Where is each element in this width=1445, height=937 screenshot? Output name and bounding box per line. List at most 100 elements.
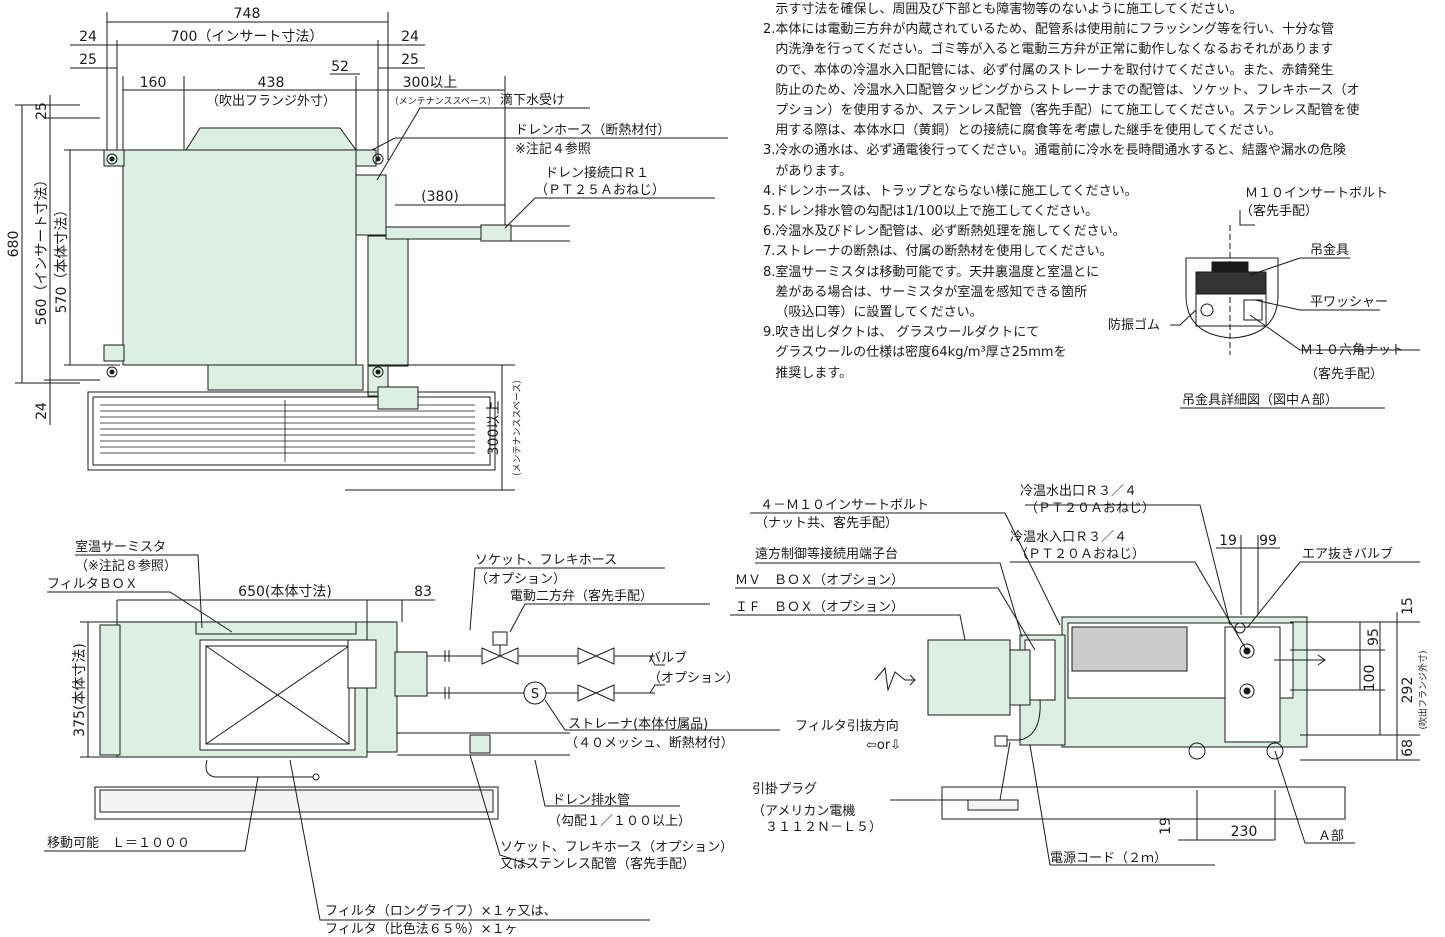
note-line: があります。: [763, 163, 853, 179]
installation-notes: 示す寸法を確保し、周囲及び下部とも障害物等のないように施工してください。 2.本体…: [763, 0, 1443, 384]
dim-25-v: 25: [34, 102, 50, 120]
note-line: 4.ドレンホースは、トラップとならない様に施工してください。: [763, 183, 1138, 199]
dim-748: 748: [234, 6, 261, 22]
label-valve: バルブ: [648, 650, 687, 666]
dim-375: 375(本体寸法): [72, 643, 88, 737]
dim-99: 99: [1259, 533, 1277, 549]
label-thermistor: 室温サーミスタ: [75, 539, 166, 555]
label-strainer-sub: （４０メッシュ、断熱材付）: [565, 736, 734, 751]
label-socket2: ソケット、フレキホース（オプション）: [500, 840, 733, 855]
label-air-vent: エア抜きバルブ: [1302, 546, 1393, 562]
label-drain-pipe-sub: （勾配１／１００以上）: [548, 814, 691, 829]
dim-680: 680: [6, 231, 22, 258]
dim-292: 292: [1400, 677, 1416, 704]
label-washer: 平ワッシャー: [1310, 295, 1388, 310]
label-drain-port-sub: （ＰＴ２５Ａおねじ）: [535, 183, 665, 198]
dim-19-top: 19: [1219, 533, 1237, 549]
label-filter1: フィルタ（ロングライフ）×１ヶ又は、: [325, 904, 557, 919]
label-filter2: フィルタ（比色法６５％）×１ヶ: [325, 921, 518, 937]
label-plug: 引掛プラグ: [752, 782, 817, 797]
dim-300: 300以上: [403, 75, 458, 91]
dim-25-right: 25: [401, 52, 419, 68]
top-view-text: 748 700（インサート寸法） 24 24 25 25 52 160 438 …: [6, 6, 670, 481]
front-view: [730, 504, 1420, 866]
note-line: 7.ストレーナの断熱は、付属の断熱材を使用してください。: [763, 244, 1113, 260]
label-movable: 移動可能 Ｌ＝１０００: [47, 836, 190, 851]
label-drain-hose: ドレンホース（断熱材付）: [515, 123, 670, 138]
note-line: 用する際は、本体水口（黄銅）との接続に腐食等を考慮した継手を使用してください。: [763, 123, 1282, 139]
label-m10-bolt: Ｍ１０インサートボルト: [1245, 186, 1388, 201]
dim-24-left: 24: [79, 29, 97, 45]
note-line: 3.冷水の通水は、必ず通電後行ってください。通電前に冷水を長時間通水すると、結露…: [763, 143, 1346, 159]
strainer-symbol: S: [531, 687, 539, 702]
label-socket-sub: （オプション）: [475, 572, 566, 587]
dim-300-v-sub: （メンテナンススペース）: [512, 375, 523, 482]
dim-83: 83: [414, 584, 432, 600]
note-line: ので、本体の冷温水入口配管には、必ず付属のストレーナを取付けてください。また、赤…: [763, 62, 1334, 78]
dim-160: 160: [140, 75, 167, 91]
dim-100: 100: [1362, 665, 1378, 692]
dim-68: 68: [1400, 739, 1416, 757]
dim-19-bottom: 19: [1158, 817, 1174, 835]
label-part-a: Ａ部: [1318, 829, 1344, 844]
side-view-text: 室温サーミスタ （※注記８参照） フィルタＢＯＸ 650(本体寸法) 83 37…: [47, 539, 739, 937]
side-view: [44, 554, 780, 921]
note-line: プション）を使用するか、ステンレス配管（客先手配）にて施工してください。ステンレ…: [763, 103, 1360, 119]
label-outlet-sub: （ＰＴ２０Ａおねじ）: [1025, 501, 1155, 516]
label-if-box: ＩＦ ＢＯＸ（オプション）: [735, 600, 904, 615]
label-m10-bolt-sub: （客先手配）: [1240, 203, 1318, 219]
dim-95: 95: [1366, 628, 1382, 646]
label-socket2-sub: 又はステンレス配管（客先手配）: [500, 856, 695, 872]
dim-570: 570（本体寸法）: [54, 203, 70, 314]
label-note4: ※注記４参照: [515, 141, 591, 157]
dim-230: 230: [1231, 824, 1258, 840]
dim-700: 700（インサート寸法）: [171, 29, 324, 45]
label-filter-dir: フィルタ引抜方向: [795, 718, 899, 734]
label-bolt4-sub: （ナット共、客先手配）: [755, 515, 898, 531]
note-line: 6.冷温水及びドレン配管は、必ず断熱処理を施してください。: [763, 224, 1126, 240]
label-plug-sub2: ３１１２Ｎ－Ｌ５）: [765, 820, 882, 835]
dim-300-sub: （メンテナンススペース）: [390, 96, 497, 107]
hanger-detail-title: 吊金具詳細図（図中Ａ部）: [1182, 392, 1338, 408]
label-mv-box: ＭＶ ＢＯＸ（オプション）: [735, 573, 904, 588]
note-line: 差がある場合は、サーミスタが室温を感知できる箇所: [763, 284, 1088, 300]
note-line: 9.吹き出しダクトは、 グラスウールダクトにて: [763, 325, 1040, 341]
label-nut-sub: （客先手配）: [1305, 366, 1383, 382]
dim-438: 438: [258, 75, 285, 91]
label-strainer: ストレーナ(本体付属品): [568, 717, 708, 732]
dim-292-sub: (吹出フランジ外寸): [1417, 650, 1429, 729]
dim-438-sub: （吹出フランジ外寸）: [206, 94, 336, 109]
label-valve2: 電動二方弁（客先手配）: [510, 588, 653, 604]
label-bracket: 吊金具: [1310, 242, 1349, 258]
note-line: グラスウールの仕様は密度64kg/m³厚さ25mmを: [763, 345, 1067, 361]
label-cord: 電源コード（２ｍ）: [1050, 851, 1167, 866]
dim-25-left: 25: [79, 52, 97, 68]
hanger-detail-text: Ｍ１０インサートボルト （客先手配） 吊金具 平ワッシャー 防振ゴム Ｍ１０六角…: [1108, 186, 1404, 408]
note-line: 示す寸法を確保し、周囲及び下部とも障害物等のないように施工してください。: [763, 2, 1243, 17]
label-nut: Ｍ１０六角ナット: [1300, 343, 1404, 358]
label-drain-pipe: ドレン排水管: [552, 793, 630, 808]
label-filter-dir-sub: ⇦or⇩: [866, 738, 901, 753]
dim-52: 52: [331, 59, 349, 75]
label-filter-box: フィルタＢＯＸ: [47, 577, 138, 592]
note-line: 5.ドレン排水管の勾配は1/100以上で施工してください。: [763, 204, 1099, 220]
dim-24-v: 24: [34, 402, 50, 420]
label-outlet: 冷温水出口Ｒ３／４: [1020, 484, 1137, 499]
label-terminal: 遠方制御等接続用端子台: [755, 546, 898, 562]
note-line: （吸込口等）に設置してください。: [763, 305, 983, 321]
hanger-detail: [1170, 210, 1420, 409]
dim-15: 15: [1400, 597, 1416, 615]
label-drip-tray: 滴下水受け: [500, 92, 565, 108]
note-line: 防止のため、冷温水入口配管タッピングからストレーナまでの配管は、ソケット、フレキ…: [763, 82, 1360, 98]
dim-300-v: 300以上: [486, 401, 502, 456]
dim-380: (380): [421, 189, 459, 205]
label-rubber: 防振ゴム: [1108, 317, 1160, 333]
note-line: 2.本体には電動三方弁が内蔵されているため、配管系は使用前にフラッシング等を行い…: [763, 22, 1335, 38]
label-inlet: 冷温水入口Ｒ３／４: [1010, 530, 1127, 545]
note-line: 内洗浄を行ってください。ゴミ等が入ると電動三方弁が正常に動作しなくなるおそれがあ…: [763, 42, 1334, 58]
label-drain-port: ドレン接続口Ｒ１: [545, 165, 649, 181]
label-bolt4: ４－Ｍ１０インサートボルト: [760, 498, 929, 513]
front-view-text: ４－Ｍ１０インサートボルト （ナット共、客先手配） 遠方制御等接続用端子台 ＭＶ…: [735, 484, 1429, 866]
label-plug-sub1: （アメリカン電機: [752, 804, 855, 819]
